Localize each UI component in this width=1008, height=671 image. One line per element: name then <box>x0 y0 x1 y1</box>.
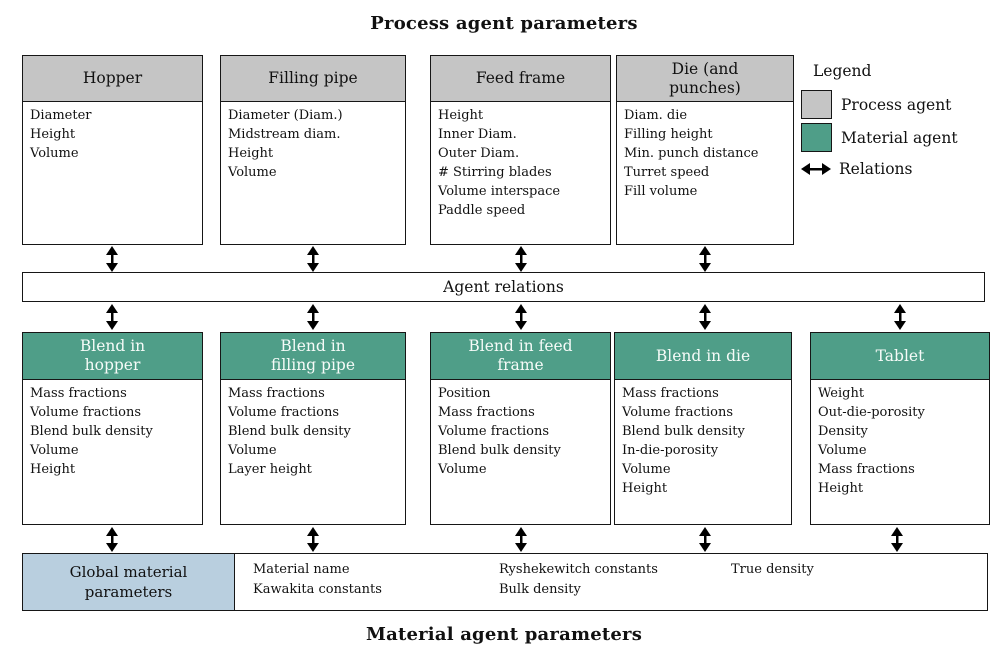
box-header: Tablet <box>811 333 989 380</box>
box-title: Tablet <box>875 346 925 365</box>
relation-arrow-icon <box>698 246 712 272</box>
box-header: Blend in hopper <box>23 333 202 380</box>
box-parameter-list: Mass fractions Volume fractions Blend bu… <box>228 386 351 477</box>
relation-arrow-icon <box>890 527 904 552</box>
process-agent-box-die: Die (and punches) Diam. die Filling heig… <box>616 55 794 245</box>
relation-arrow-icon <box>698 304 712 330</box>
box-title: Hopper <box>82 69 143 87</box>
relation-arrow-icon <box>514 527 528 552</box>
material-agent-box-tablet: Tablet Weight Out-die-porosity Density V… <box>810 332 990 525</box>
box-title: Feed frame <box>475 69 566 87</box>
process-agent-box-hopper: Hopper Diameter Height Volume <box>22 55 203 245</box>
box-parameter-list: Position Mass fractions Volume fractions… <box>438 386 561 477</box>
material-agent-box-blend-in-hopper: Blend in hopper Mass fractions Volume fr… <box>22 332 203 525</box>
process-agent-box-filling-pipe: Filling pipe Diameter (Diam.) Midstream … <box>220 55 406 245</box>
relation-arrow-icon <box>306 246 320 272</box>
box-header: Hopper <box>23 56 202 102</box>
legend-label: Process agent <box>841 95 952 114</box>
box-parameter-list: Mass fractions Volume fractions Blend bu… <box>30 386 153 477</box>
box-header: Blend in filling pipe <box>221 333 405 380</box>
box-parameter-list: Height Inner Diam. Outer Diam. # Stirrin… <box>438 108 561 218</box>
material-agent-box-blend-in-feed-frame: Blend in feed frame Position Mass fracti… <box>430 332 611 525</box>
relation-arrow-icon <box>514 246 528 272</box>
legend-item-process-agent: Process agent <box>801 90 1005 119</box>
box-title: Blend in feed frame <box>468 337 573 374</box>
double-arrow-icon <box>801 162 831 176</box>
box-title: Blend in die <box>655 346 751 365</box>
legend-title: Legend <box>813 62 872 80</box>
process-agent-box-feed-frame: Feed frame Height Inner Diam. Outer Diam… <box>430 55 611 245</box>
box-header: Die (and punches) <box>617 56 793 102</box>
global-parameter-column: Material name Kawakita constants <box>253 562 382 597</box>
material-agent-box-blend-in-die: Blend in die Mass fractions Volume fract… <box>614 332 792 525</box>
box-parameter-list: Weight Out-die-porosity Density Volume M… <box>818 386 925 496</box>
material-agent-box-blend-in-filling-pipe: Blend in filling pipe Mass fractions Vol… <box>220 332 406 525</box>
global-parameter-column: Ryshekewitch constants Bulk density <box>499 562 658 597</box>
relation-arrow-icon <box>306 527 320 552</box>
legend-item-relations: Relations <box>801 160 1005 178</box>
box-parameter-list: Diameter Height Volume <box>30 108 92 161</box>
global-material-parameters-bar: Global material parameters Material name… <box>22 553 988 611</box>
relation-arrow-icon <box>893 304 907 330</box>
process-agent-swatch-icon <box>801 90 832 119</box>
global-material-parameters-label: Global material parameters <box>69 563 188 601</box>
legend: Legend Process agent Material agent Rela… <box>801 62 1005 182</box>
relation-arrow-icon <box>306 304 320 330</box>
relation-arrow-icon <box>105 246 119 272</box>
legend-label: Material agent <box>841 128 958 147</box>
box-title: Filling pipe <box>268 69 358 87</box>
legend-item-material-agent: Material agent <box>801 123 1005 152</box>
box-parameter-list: Mass fractions Volume fractions Blend bu… <box>622 386 745 496</box>
relation-arrow-icon <box>514 304 528 330</box>
relation-arrow-icon <box>105 527 119 552</box>
box-header: Blend in feed frame <box>431 333 610 380</box>
box-header: Filling pipe <box>221 56 405 102</box>
process-agent-parameters-title: Process agent parameters <box>370 13 638 34</box>
relation-arrow-icon <box>698 527 712 552</box>
agent-relations-label: Agent relations <box>443 278 564 296</box>
box-parameter-list: Diam. die Filling height Min. punch dist… <box>624 108 759 199</box>
box-parameter-list: Diameter (Diam.) Midstream diam. Height … <box>228 108 343 180</box>
box-title: Die (and punches) <box>669 59 741 97</box>
box-header: Feed frame <box>431 56 610 102</box>
global-material-parameters-box: Global material parameters <box>23 554 235 610</box>
legend-label: Relations <box>839 160 913 178</box>
box-title: Blend in hopper <box>79 337 146 374</box>
relation-arrow-icon <box>105 304 119 330</box>
box-title: Blend in filling pipe <box>270 337 356 374</box>
agent-relations-bar: Agent relations <box>22 272 985 302</box>
material-agent-swatch-icon <box>801 123 832 152</box>
global-parameter-column: True density <box>731 562 814 577</box>
material-agent-parameters-title: Material agent parameters <box>365 624 643 645</box>
box-header: Blend in die <box>615 333 791 380</box>
